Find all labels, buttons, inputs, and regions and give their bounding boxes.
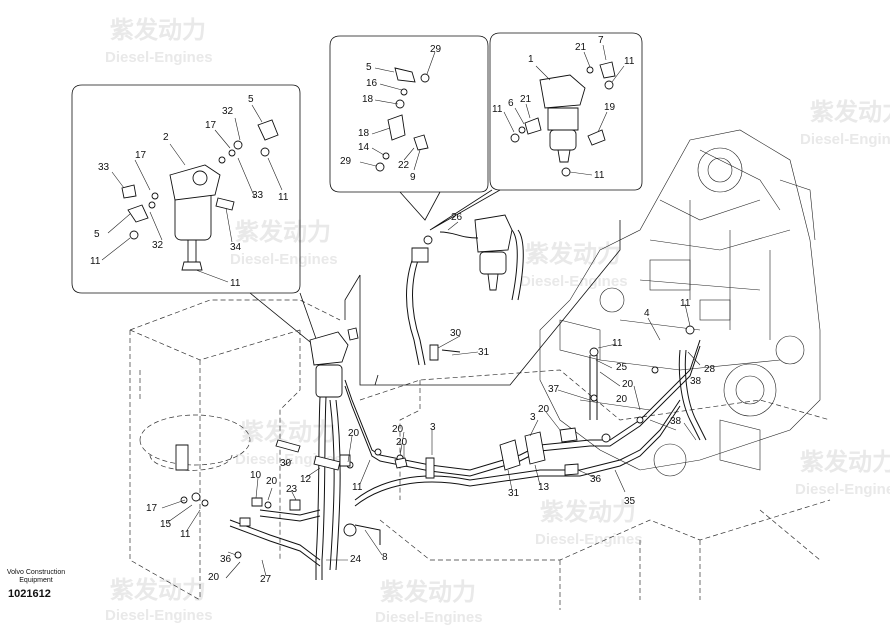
watermark-brand: 紫发动力 (235, 218, 331, 246)
watermark: 紫发动力 Diesel-Engines 紫发动力 Diesel-Engines … (105, 16, 890, 626)
watermark-brand: 紫发动力 (380, 578, 476, 606)
engine-block (539, 129, 821, 477)
part-label: 23 (286, 484, 298, 495)
part-label: 15 (160, 519, 172, 530)
watermark-sub: Diesel-Engines (375, 609, 483, 626)
watermark-brand: 紫发动力 (810, 98, 890, 126)
detail-box-right: 1 21 7 11 11 6 21 19 11 (429, 32, 643, 231)
part-label: 21 (575, 42, 587, 53)
part-label: 29 (430, 44, 442, 55)
part-label: 29 (340, 156, 352, 167)
part-label: 21 (520, 94, 532, 105)
part-label: 14 (358, 142, 370, 153)
part-label: 4 (644, 308, 650, 319)
watermark-brand: 紫发动力 (110, 576, 206, 604)
watermark-brand: 紫发动力 (525, 240, 621, 268)
main-assembly: 26 30 31 4 11 11 25 28 20 37 20 38 38 20… (146, 212, 716, 585)
part-label: 11 (492, 104, 503, 115)
part-label: 20 (538, 404, 550, 415)
part-label: 19 (604, 102, 616, 113)
part-label: 3 (430, 422, 436, 433)
part-label: 5 (248, 94, 254, 105)
part-label: 32 (152, 240, 164, 251)
part-label: 20 (622, 379, 634, 390)
part-label: 10 (250, 470, 262, 481)
watermark-sub: Diesel-Engines (105, 607, 213, 624)
company-caption: Volvo Construction Equipment (6, 569, 66, 584)
part-label: 27 (260, 574, 272, 585)
part-label: 17 (146, 503, 158, 514)
part-label: 3 (530, 412, 536, 423)
part-label: 20 (348, 428, 360, 439)
part-label: 36 (220, 554, 232, 565)
part-label: 20 (616, 394, 628, 405)
watermark-sub: Diesel-Engines (105, 49, 213, 66)
part-label: 8 (382, 552, 388, 563)
watermark-sub: Diesel-Engines (230, 251, 338, 268)
detail-box-middle: 5 29 16 18 18 14 29 22 9 (329, 35, 489, 221)
watermark-sub: Diesel-Engines (800, 131, 890, 148)
part-label: 22 (398, 160, 410, 171)
part-label: 20 (266, 476, 278, 487)
part-label: 28 (704, 364, 716, 375)
part-label: 18 (358, 128, 370, 139)
part-label: 11 (180, 529, 191, 540)
watermark-brand: 紫发动力 (540, 498, 636, 526)
part-label: 24 (350, 554, 362, 565)
part-label: 11 (230, 278, 241, 289)
part-label: 7 (598, 35, 604, 46)
part-label: 12 (300, 474, 312, 485)
part-label: 26 (451, 212, 463, 223)
part-label: 37 (548, 384, 560, 395)
part-label: 34 (230, 242, 242, 253)
part-label: 38 (670, 416, 682, 427)
part-label: 31 (478, 347, 490, 358)
part-label: 18 (362, 94, 374, 105)
part-label: 5 (366, 62, 372, 73)
watermark-brand: 紫发动力 (240, 418, 336, 446)
part-label: 5 (94, 229, 100, 240)
part-label: 11 (624, 56, 635, 67)
part-label: 30 (450, 328, 462, 339)
part-label: 13 (538, 482, 550, 493)
watermark-sub: Diesel-Engines (520, 273, 628, 290)
part-label: 25 (616, 362, 628, 373)
watermark-brand: 紫发动力 (800, 448, 890, 476)
part-label: 33 (98, 162, 110, 173)
part-label: 17 (135, 150, 147, 161)
detail-box-left: 2 17 17 32 5 33 11 33 5 32 11 34 11 (71, 84, 321, 352)
part-number-caption: 1021612 (8, 588, 51, 600)
part-label: 36 (590, 474, 602, 485)
part-label: 11 (278, 192, 289, 203)
part-label: 16 (366, 78, 378, 89)
part-label: 17 (205, 120, 217, 131)
part-label: 11 (352, 482, 363, 493)
part-label: 33 (252, 190, 264, 201)
part-label: 11 (90, 256, 101, 267)
part-label: 20 (208, 572, 220, 583)
part-label: 31 (508, 488, 520, 499)
part-label: 11 (612, 338, 623, 349)
watermark-brand: 紫发动力 (110, 16, 206, 44)
part-label: 32 (222, 106, 234, 117)
part-label: 35 (624, 496, 636, 507)
watermark-sub: Diesel-Engines (795, 481, 890, 498)
part-label: 20 (392, 424, 404, 435)
part-label: 6 (508, 98, 514, 109)
part-label: 11 (594, 170, 605, 181)
part-label: 2 (163, 132, 169, 143)
part-label: 11 (680, 298, 691, 309)
part-label: 30 (280, 458, 292, 469)
watermark-sub: Diesel-Engines (535, 531, 643, 548)
part-label: 1 (528, 54, 534, 65)
part-label: 38 (690, 376, 702, 387)
part-label: 9 (410, 172, 416, 183)
part-label: 20 (396, 437, 408, 448)
